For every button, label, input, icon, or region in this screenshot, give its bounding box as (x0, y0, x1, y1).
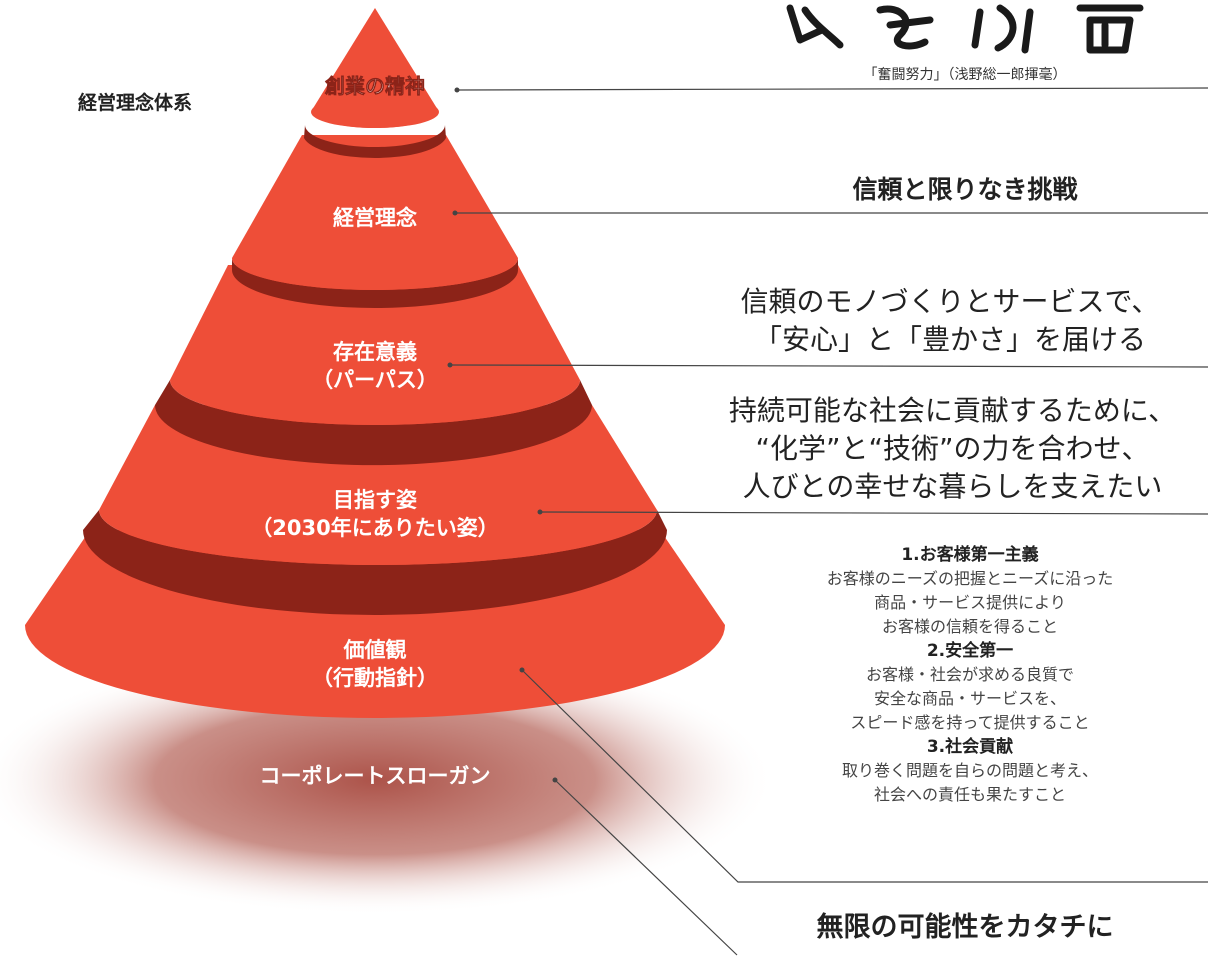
connector-founding (456, 87, 1209, 91)
slogan-shadow-ellipse (0, 645, 775, 915)
connector-slogan (554, 779, 738, 956)
value-line: 社会への責任も果たすこと (873, 785, 1066, 804)
calligraphy-caption: 「奮闘努力」（浅野総一郎揮毫） (863, 67, 1067, 83)
statement-vision-line-2: “化学”と“技術”の力を合わせ、 (755, 432, 1150, 465)
layer-label-vision-line-2: （2030年にありたい姿） (251, 516, 499, 540)
value-heading-3: 3.社会貢献 (926, 737, 1014, 757)
layer-label-founding-spirit: 創業の精神 (325, 74, 426, 99)
layer-label-purpose-line-2: （パーパス） (312, 368, 438, 392)
calligraphy-artwork (760, 0, 1170, 60)
layer-label-purpose-line-1: 存在意義 (333, 340, 417, 364)
statement-vision-line-1: 持続可能な社会に貢献するために、 (728, 394, 1177, 427)
statement-purpose: 信頼のモノづくりとサービスで、 「安心」と「豊かさ」を届ける (700, 283, 1200, 359)
layer-label-values-line-1: 価値観 (343, 638, 407, 662)
connector-values (521, 669, 1208, 883)
statement-vision-line-3: 人びとの幸せな暮らしを支えたい (742, 470, 1163, 503)
statement-philosophy: 信頼と限りなき挑戦 (852, 175, 1078, 204)
value-line: お客様・社会が求める良質で (865, 665, 1074, 684)
value-line: お客様の信頼を得ること (881, 617, 1058, 636)
cone-ring-philosophy (232, 258, 518, 308)
layer-label-purpose: 存在意義 （パーパス） (255, 338, 495, 394)
cone-ring-founding (304, 125, 446, 159)
value-heading-2: 2.安全第一 (926, 641, 1014, 661)
value-line: 安全な商品・サービスを、 (873, 689, 1066, 708)
connector-purpose (449, 364, 1209, 368)
layer-label-slogan: コーポレートスローガン (259, 764, 491, 788)
layer-label-vision-line-1: 目指す姿 (333, 488, 417, 512)
layer-label-values: 価値観 （行動指針） (255, 636, 495, 692)
value-line: 取り巻く問題を自らの問題と考え、 (841, 761, 1098, 780)
connector-vision (539, 511, 1209, 515)
connector-lines (447, 87, 1209, 956)
value-line: 商品・サービス提供により (874, 593, 1066, 612)
layer-label-vision: 目指す姿 （2030年にありたい姿） (195, 486, 555, 542)
cone-tier-purpose (170, 265, 580, 425)
value-line: お客様のニーズの把握とニーズに沿った (826, 569, 1114, 588)
statement-vision: 持続可能な社会に貢献するために、 “化学”と“技術”の力を合わせ、 人びとの幸せ… (700, 392, 1205, 506)
cone-tier-philosophy (232, 135, 518, 290)
cone-ring-vision (83, 510, 667, 615)
value-heading-1: 1.お客様第一主義 (901, 545, 1039, 565)
statement-values: 1.お客様第一主義 お客様のニーズの把握とニーズに沿った 商品・サービス提供によ… (750, 543, 1190, 807)
cone-ring-purpose (154, 380, 592, 466)
cone-tier-founding (312, 8, 438, 128)
cone-top-cap (311, 96, 439, 128)
layer-label-values-line-2: （行動指針） (312, 666, 438, 690)
calligraphy-brush-strokes (786, 4, 1144, 54)
statement-purpose-line-2: 「安心」と「豊かさ」を届ける (753, 323, 1146, 356)
diagram-title: 経営理念体系 (78, 92, 193, 114)
value-line: スピード感を持って提供すること (850, 713, 1090, 732)
statement-purpose-line-1: 信頼のモノづくりとサービスで、 (740, 285, 1160, 318)
statement-slogan: 無限の可能性をカタチに (816, 912, 1114, 943)
layer-label-philosophy: 経営理念 (333, 206, 417, 230)
